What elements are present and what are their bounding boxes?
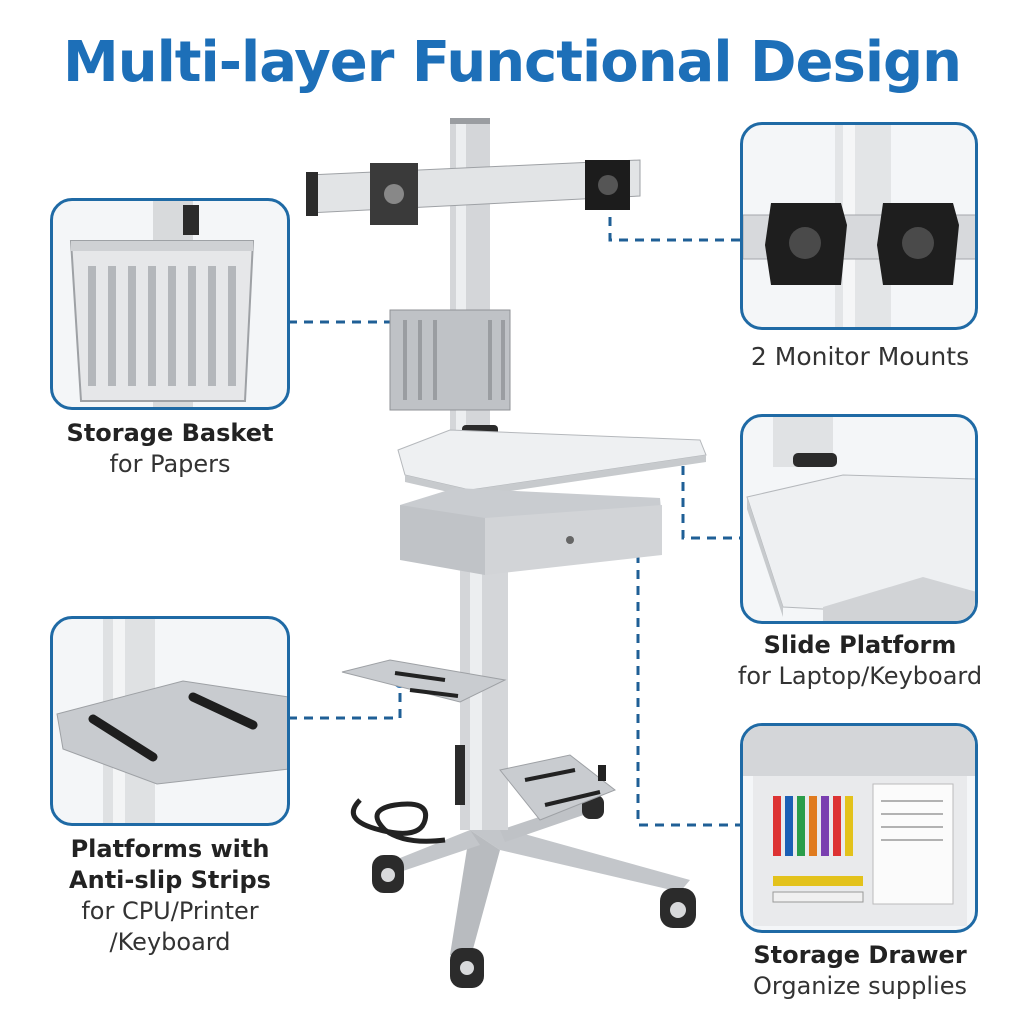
connector-drawer bbox=[636, 538, 743, 827]
slide-platform-caption: Slide Platform for Laptop/Keyboard bbox=[737, 631, 983, 690]
monitor-mounts-panel bbox=[740, 122, 978, 330]
middle-platform bbox=[341, 659, 507, 703]
storage-basket-caption: Storage Basket for Papers bbox=[66, 419, 274, 478]
slide-platform-closeup bbox=[746, 417, 975, 621]
storage-drawer bbox=[400, 488, 662, 575]
storage-basket-panel bbox=[50, 198, 290, 410]
platforms-panel bbox=[50, 616, 290, 826]
monitor-mounts-caption: 2 Monitor Mounts bbox=[750, 342, 970, 371]
storage-drawer-caption: Storage Drawer Organize supplies bbox=[753, 941, 967, 1000]
storage-drawer-panel bbox=[740, 723, 978, 933]
bottom-platform bbox=[499, 754, 616, 821]
monitor-mount-bar bbox=[306, 159, 641, 225]
storage-basket-closeup bbox=[69, 201, 255, 407]
connector-platform bbox=[288, 682, 402, 720]
storage-basket bbox=[389, 309, 511, 411]
slide-platform-panel bbox=[740, 414, 978, 624]
platforms-caption: Platforms with Anti-slip Strips for CPU/… bbox=[69, 835, 271, 956]
connector-slide bbox=[681, 450, 743, 540]
slide-platform bbox=[397, 425, 707, 497]
platform-closeup bbox=[56, 619, 287, 823]
monitor-mounts-closeup bbox=[743, 125, 975, 327]
page-title: Multi-layer Functional Design bbox=[63, 30, 962, 95]
storage-drawer-closeup bbox=[743, 726, 975, 926]
